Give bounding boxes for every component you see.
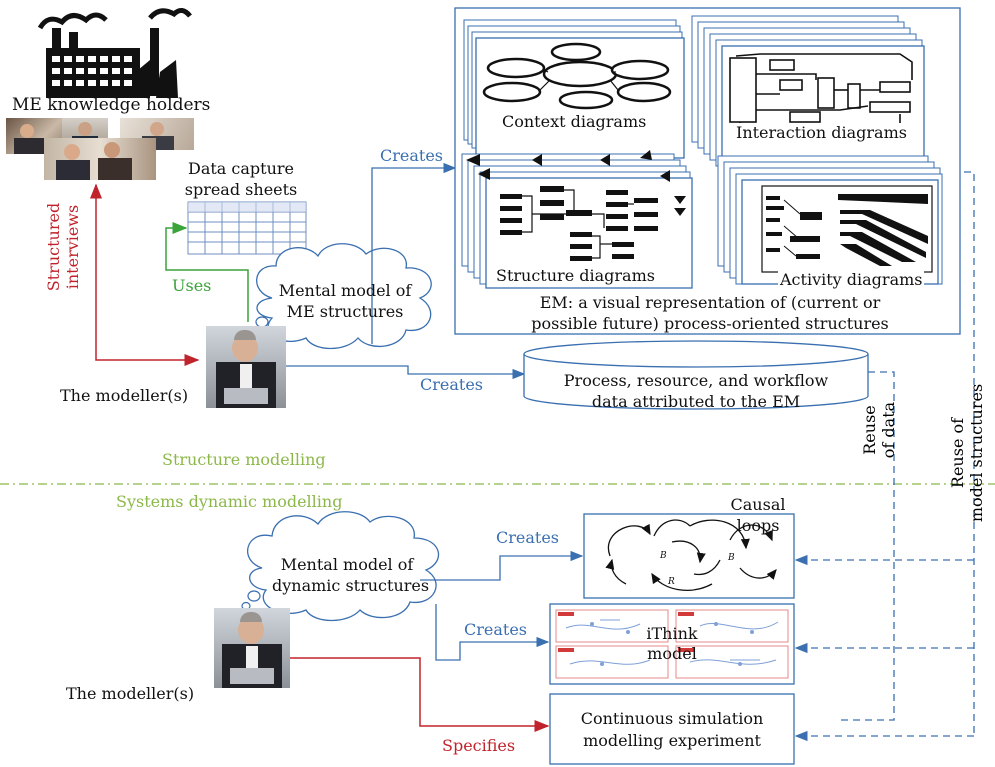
reuse-of-data-line1: Reuse: [860, 405, 879, 455]
context-diagrams: [463, 19, 685, 159]
mental-model-2-label: Mental model of dynamic structures: [272, 554, 430, 596]
spreadsheet-label-line1: Data capture: [187, 159, 294, 178]
em-caption-line2: possible future) process-oriented struct…: [531, 314, 889, 333]
structure-diagrams-label: Structure diagrams: [494, 266, 657, 285]
spreadsheet-label: Data capture spread sheets: [166, 158, 316, 200]
creates-db-arrow: [286, 365, 526, 380]
svg-text:B: B: [727, 553, 735, 563]
uses-arrow: [165, 222, 249, 322]
uses-label: Uses: [172, 276, 212, 295]
ithink-label: iThink model: [630, 624, 714, 664]
mental-model-1-line1: Mental model of: [278, 281, 412, 300]
mental-model-1-label: Mental model of ME structures: [270, 280, 420, 322]
creates-ithink-arrow: [435, 604, 550, 661]
svg-text:R: R: [667, 577, 675, 587]
creates-causal-label: Creates: [496, 528, 560, 547]
modeller-top-label: The modeller(s): [60, 386, 189, 405]
ithink-line2: model: [647, 644, 697, 663]
reuse-of-structures-line2: model structures: [967, 383, 986, 523]
creates-ithink-label: Creates: [464, 620, 528, 639]
reuse-of-data-label: Reuse of data: [860, 380, 898, 480]
modeller-photo-bottom: [214, 608, 290, 688]
spreadsheet-icon: [187, 201, 307, 255]
causal-loops-box: B B R: [583, 513, 795, 599]
em-caption: EM: a visual representation of (current …: [530, 292, 890, 334]
experiment-box: [549, 693, 795, 765]
factory-icon: [37, 8, 192, 98]
reuse-of-data-line2: of data: [879, 401, 898, 459]
experiment-line2: modelling experiment: [583, 731, 761, 750]
svg-text:B: B: [659, 551, 667, 561]
systems-dynamic-modelling-label: Systems dynamic modelling: [116, 492, 343, 511]
database-line1: Process, resource, and workflow: [563, 371, 829, 390]
experiment-label: Continuous simulation modelling experime…: [552, 708, 792, 752]
modeller-photo-top: [206, 326, 286, 408]
activity-diagrams: [717, 155, 943, 285]
modeller-bottom-label: The modeller(s): [66, 684, 195, 703]
creates-causal-arrow: [420, 550, 584, 581]
context-diagrams-label: Context diagrams: [500, 112, 649, 131]
mental-model-2-line1: Mental model of: [280, 555, 414, 574]
database-label: Process, resource, and workflow data att…: [530, 370, 862, 412]
ithink-model-box: [549, 603, 795, 685]
reuse-of-structures-label: Reuse of model structures: [948, 378, 986, 528]
creates-em-arrow: [371, 162, 457, 344]
causal-loops-label: Causal loops: [724, 494, 792, 536]
interaction-diagrams-label: Interaction diagrams: [734, 123, 909, 142]
structured-interviews-line1: Structured: [44, 202, 63, 292]
thought-cloud-2: [241, 511, 440, 622]
creates-em-label: Creates: [380, 146, 444, 165]
knowledge-holders-photo-4: [44, 138, 156, 180]
structured-interviews-arrow: [90, 183, 200, 366]
database-line2: data attributed to the EM: [591, 392, 801, 411]
activity-diagrams-label: Activity diagrams: [778, 270, 925, 289]
mental-model-2-line2: dynamic structures: [272, 576, 430, 595]
database-cylinder: [523, 340, 869, 410]
structured-interviews-line2: interviews: [63, 204, 82, 290]
creates-db-label: Creates: [420, 375, 484, 394]
specifies-arrow: [288, 657, 550, 732]
ithink-line1: iThink: [646, 624, 698, 643]
causal-line2: loops: [736, 516, 780, 535]
structured-interviews-label: Structured interviews: [44, 182, 82, 312]
em-caption-line1: EM: a visual representation of (current …: [539, 293, 881, 312]
mental-model-1-line2: ME structures: [286, 302, 404, 321]
specifies-label: Specifies: [442, 736, 516, 755]
causal-line1: Causal: [730, 495, 786, 514]
interaction-diagrams: [691, 15, 925, 169]
reuse-connectors: [794, 171, 975, 742]
spreadsheet-label-line2: spread sheets: [184, 180, 298, 199]
experiment-line1: Continuous simulation: [580, 709, 764, 728]
structure-modelling-label: Structure modelling: [162, 450, 326, 469]
reuse-of-structures-line1: Reuse of: [948, 417, 967, 489]
knowledge-holders-label: ME knowledge holders: [12, 95, 211, 115]
